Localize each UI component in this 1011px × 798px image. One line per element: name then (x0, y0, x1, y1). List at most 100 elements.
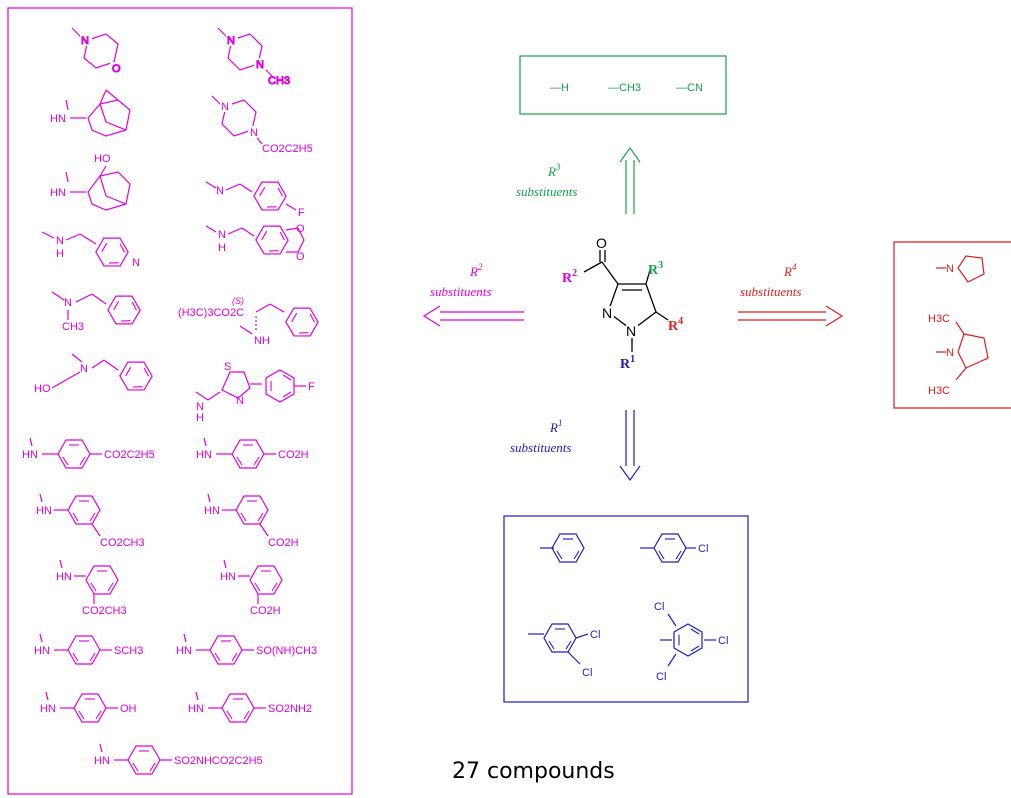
r4-arrow: R4 substituents (738, 262, 844, 327)
hydroxyethyl-benzylamine-structure: HO N (34, 353, 157, 398)
atom-label: O (296, 223, 305, 235)
atom-label: CO2H (278, 449, 309, 461)
pyrazole-n1: N (626, 323, 636, 339)
atom-label: F (308, 381, 315, 393)
atom-label: N (64, 297, 72, 309)
pyridylmethyl-amine-structure: N H N (41, 230, 142, 274)
atom-label: H (56, 248, 64, 260)
para-sulfonamide-aniline-structure: HN SO2NH2 (188, 691, 312, 723)
atom-label: (H3C)3CO2C (178, 307, 244, 319)
atom-label: H (196, 412, 204, 424)
atom-label: N (80, 363, 88, 375)
atom-label: Cl (654, 601, 664, 613)
ortho-acid-aniline-structure: HN CO2H (220, 559, 283, 617)
r2-arrow: R2 substituents (422, 262, 524, 327)
r1-arrow-label: R1 (549, 418, 562, 435)
atom-label: N (250, 127, 258, 139)
atom-label: O (296, 251, 305, 263)
atom-label: CO2CH3 (100, 537, 145, 549)
para-ethylester-aniline-structure: HN CO2C2H5 (22, 437, 155, 469)
methylpiperazine-structure: N N CH3 (217, 27, 291, 88)
r3-cyano: —CN (676, 82, 703, 94)
atom-label: HN (36, 505, 52, 517)
atom-label: CH3 (268, 75, 290, 87)
r1-substituent-panel: Cl Cl Cl Cl Cl Cl (503, 515, 749, 703)
atom-label: HO (34, 383, 51, 395)
para-sulfoximine-aniline-structure: HN SO(NH)CH3 (176, 633, 317, 665)
r4-panel-frame (893, 241, 1011, 409)
atom-label: HN (94, 755, 110, 767)
r4-substituent-panel: N H3C N H3C (893, 241, 1011, 409)
pyrrole-structure: N (936, 255, 985, 283)
atom-label: N (236, 395, 244, 407)
r2-panel-frame (7, 7, 353, 795)
atom-label: N (946, 347, 954, 359)
r3-substituent-panel: —H —CH3 —CN (519, 55, 727, 115)
atom-label: HO (94, 153, 111, 165)
phenyl-structure (540, 533, 585, 563)
morpholine-structure: O N (71, 27, 122, 76)
atom-label: N (56, 235, 64, 247)
r3-methyl: —CH3 (608, 82, 641, 94)
atom-label: CO2C2H5 (262, 143, 313, 155)
atom-label: CO2CH3 (82, 605, 127, 617)
dimethylpyrrole-structure: H3C N H3C (928, 313, 989, 397)
atom-label: Cl (698, 543, 708, 555)
pyrazole-core: O R2 R3 R4 N N R1 (562, 235, 683, 372)
carbonyl-oxygen: O (596, 235, 607, 251)
pyrazole-n2: N (602, 305, 612, 321)
r3-arrow-label: R3 (547, 162, 561, 179)
atom-label: N (946, 263, 954, 275)
atom-label: N (256, 59, 264, 71)
trichlorophenyl-structure: Cl Cl Cl (654, 601, 728, 683)
r2-substituent-panel: O N N N CH3 HN (7, 7, 353, 795)
atom-label: CO2H (268, 537, 299, 549)
atom-label: NH (254, 335, 270, 347)
r4-arrow-label: R4 (783, 262, 797, 279)
atom-label: N (221, 101, 229, 113)
atom-label: HN (56, 571, 72, 583)
para-acid-aniline-structure: HN CO2H (196, 437, 309, 469)
atom-label: HN (34, 645, 50, 657)
atom-label: H3C (928, 385, 950, 397)
atom-label: SCH3 (114, 645, 143, 657)
atom-label: Cl (590, 629, 600, 641)
meta-acid-aniline-structure: HN CO2H (204, 493, 299, 549)
fluorobenzyl-amine-structure: N F (205, 174, 305, 219)
r1-arrow-caption: substituents (510, 440, 571, 455)
aminothiazole-structure: N H S N F (195, 361, 315, 424)
r2-core-label: R2 (562, 268, 577, 286)
atom-label: F (298, 207, 305, 219)
atom-label: OH (120, 703, 137, 715)
r2-arrow-label: R2 (469, 262, 483, 279)
r3-arrow-caption: substituents (516, 184, 577, 199)
meta-methylester-aniline-structure: HN CO2CH3 (36, 493, 145, 549)
atom-label: HN (40, 703, 56, 715)
atom-label: HN (50, 187, 66, 199)
atom-label: HN (204, 505, 220, 517)
r1-core-label: R1 (620, 354, 635, 372)
dichlorophenyl-structure: Cl Cl (528, 623, 600, 679)
chlorophenyl-structure: Cl (640, 533, 708, 563)
r4-core-label: R4 (668, 316, 683, 334)
atom-label: CO2H (250, 605, 281, 617)
atom-label: Cl (656, 671, 666, 683)
compound-count: 27 compounds (452, 759, 615, 784)
atom-label: N (218, 229, 226, 241)
r3-arrow: R3 substituents (516, 146, 641, 214)
atom-label: H3C (928, 313, 950, 325)
atom-label: HN (196, 449, 212, 461)
para-methylthio-aniline-structure: HN SCH3 (34, 633, 143, 665)
aminoadamantane-structure: HN (50, 89, 131, 137)
atom-label: CH3 (62, 321, 84, 333)
atom-label: SO2NHCO2C2H5 (174, 755, 263, 767)
atom-label: SO(NH)CH3 (256, 645, 317, 657)
atom-label: HN (50, 113, 66, 125)
r1-arrow: R1 substituents (510, 410, 641, 482)
atom-label: N (216, 185, 224, 197)
r3-panel-frame (519, 55, 727, 115)
r3-hydrogen: —H (550, 82, 569, 94)
atom-label: HN (22, 449, 38, 461)
atom-label: H (218, 242, 226, 254)
ortho-methylester-aniline-structure: HN CO2CH3 (56, 559, 127, 617)
